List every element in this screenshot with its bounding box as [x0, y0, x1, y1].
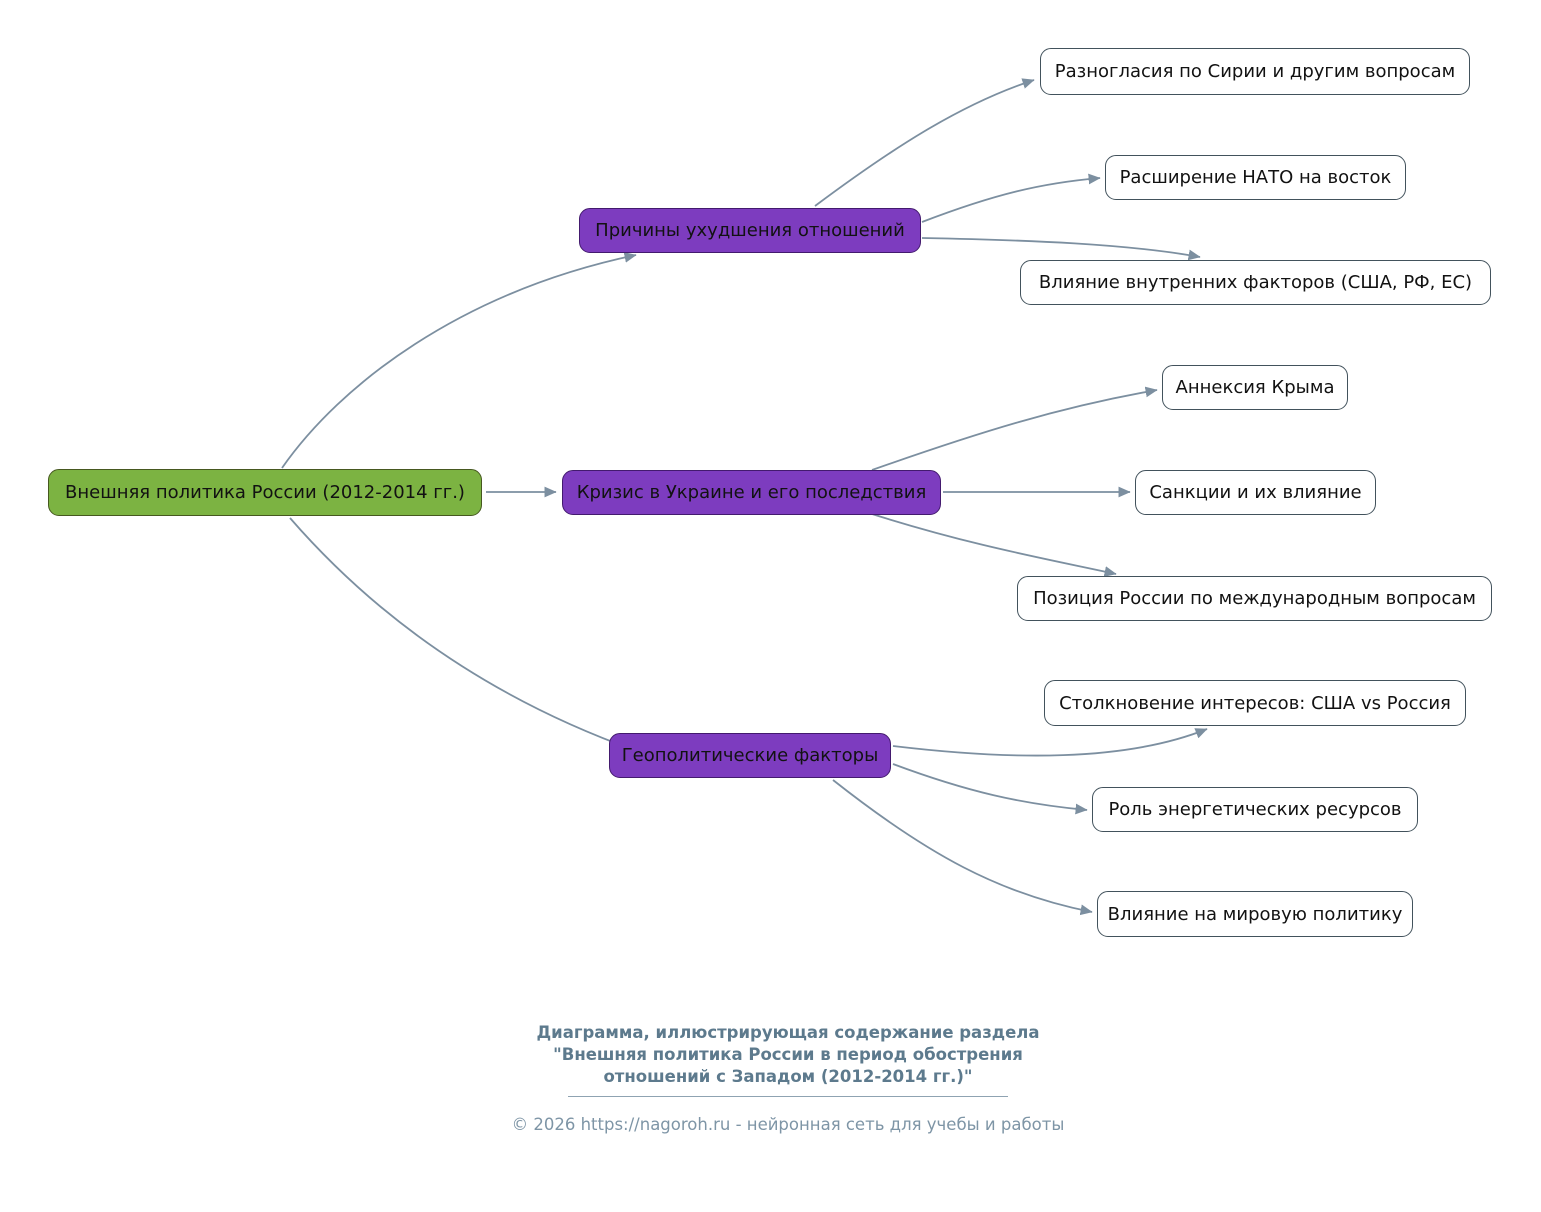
leaf-node-russia-position: Позиция России по международным вопросам	[1017, 576, 1492, 621]
diagram-caption: Диаграмма, иллюстрирующая содержание раз…	[188, 1022, 1388, 1088]
branch-node-geopolitics: Геополитические факторы	[609, 733, 891, 778]
branch-node-causes: Причины ухудшения отношений	[579, 208, 921, 253]
edge-root-branch3	[289, 517, 638, 753]
edge-b3-l8	[892, 763, 1088, 815]
branch-node-ukraine-crisis: Кризис в Украине и его последствия	[562, 470, 941, 515]
leaf-node-internal-factors: Влияние внутренних факторов (США, РФ, ЕС…	[1020, 260, 1491, 305]
edge-b3-l7	[892, 728, 1208, 757]
copyright-text: © 2026 https://nagoroh.ru - нейронная се…	[511, 1115, 1065, 1134]
edge-b3-l9	[832, 779, 1093, 916]
leaf-node-world-politics-influence: Влияние на мировую политику	[1097, 891, 1413, 937]
edge-b1-l2	[921, 173, 1101, 223]
leaf-node-sanctions: Санкции и их влияние	[1135, 470, 1376, 515]
edge-root-branch1	[281, 252, 637, 469]
leaf-node-energy-resources: Роль энергетических ресурсов	[1092, 787, 1418, 832]
root-node: Внешняя политика России (2012-2014 гг.)	[48, 469, 482, 516]
caption-line-1: Диаграмма, иллюстрирующая содержание раз…	[536, 1023, 1040, 1042]
caption-line-3: отношений с Западом (2012-2014 гг.)"	[603, 1067, 973, 1086]
edge-b2-l6	[871, 513, 1117, 577]
caption-line-2: "Внешняя политика России в период обостр…	[553, 1045, 1023, 1064]
edge-b1-l3	[921, 237, 1201, 261]
edge-b1-l1	[814, 78, 1035, 207]
edge-b2-l4	[871, 386, 1158, 471]
leaf-node-crimea-annexation: Аннексия Крыма	[1162, 365, 1348, 410]
leaf-node-nato-expansion: Расширение НАТО на восток	[1105, 155, 1406, 200]
footer-divider	[568, 1096, 1008, 1097]
leaf-node-usa-vs-russia: Столкновение интересов: США vs Россия	[1044, 680, 1466, 726]
leaf-node-syria-disagreements: Разногласия по Сирии и другим вопросам	[1040, 48, 1470, 95]
